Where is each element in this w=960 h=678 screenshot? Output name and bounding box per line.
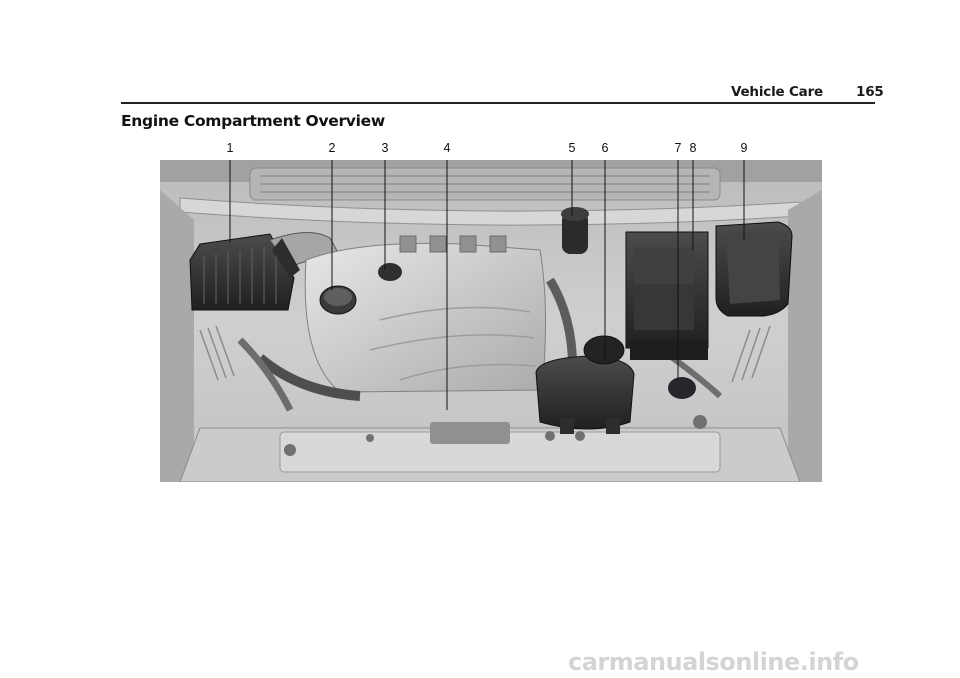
callout-number-7: 7 xyxy=(674,141,682,155)
engine-compartment-image xyxy=(160,160,822,482)
callout-number-8: 8 xyxy=(689,141,697,155)
header-rule xyxy=(121,102,875,104)
callout-number-2: 2 xyxy=(328,141,336,155)
page-title: Engine Compartment Overview xyxy=(121,112,385,130)
callout-number-4: 4 xyxy=(443,141,451,155)
callout-number-1: 1 xyxy=(226,141,234,155)
watermark-text: carmanualsonline.info xyxy=(568,648,859,676)
section-title: Vehicle Care xyxy=(730,84,823,100)
callout-number-9: 9 xyxy=(740,141,748,155)
callout-number-3: 3 xyxy=(381,141,389,155)
page-number: 165 xyxy=(856,84,884,100)
callout-number-5: 5 xyxy=(568,141,576,155)
callout-number-6: 6 xyxy=(601,141,609,155)
